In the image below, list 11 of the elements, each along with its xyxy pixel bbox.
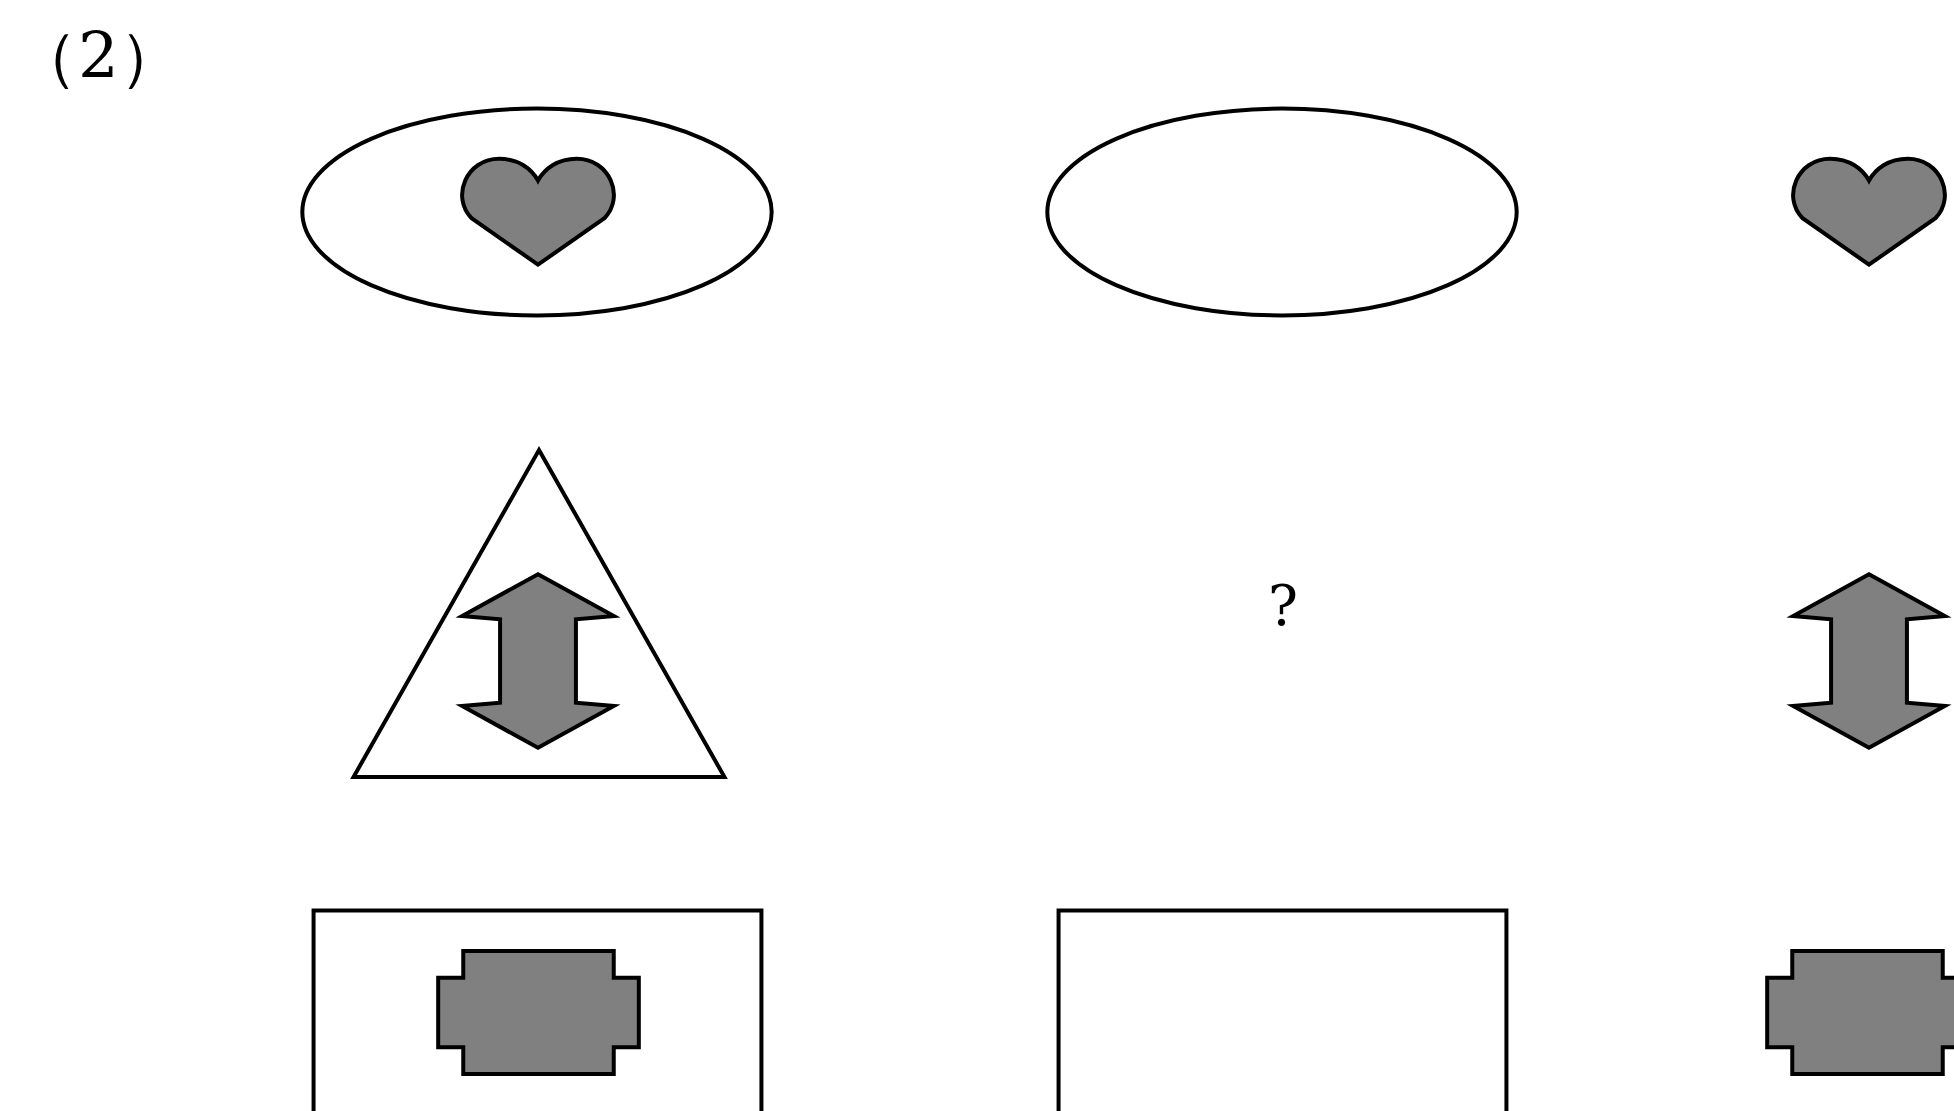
stepped-cross-shape — [1765, 949, 1954, 1076]
double-arrow-shape — [1786, 571, 1952, 751]
triangle-shape — [350, 446, 728, 779]
ellipse-shape — [1045, 106, 1519, 318]
question-mark: ? — [1268, 578, 1299, 634]
heart-shape — [1791, 156, 1947, 267]
stepped-cross-shape — [436, 949, 641, 1076]
question-number: （2） — [14, 24, 183, 88]
heart-shape — [460, 156, 616, 267]
ellipse-shape — [300, 106, 774, 318]
double-arrow-shape — [455, 571, 621, 751]
